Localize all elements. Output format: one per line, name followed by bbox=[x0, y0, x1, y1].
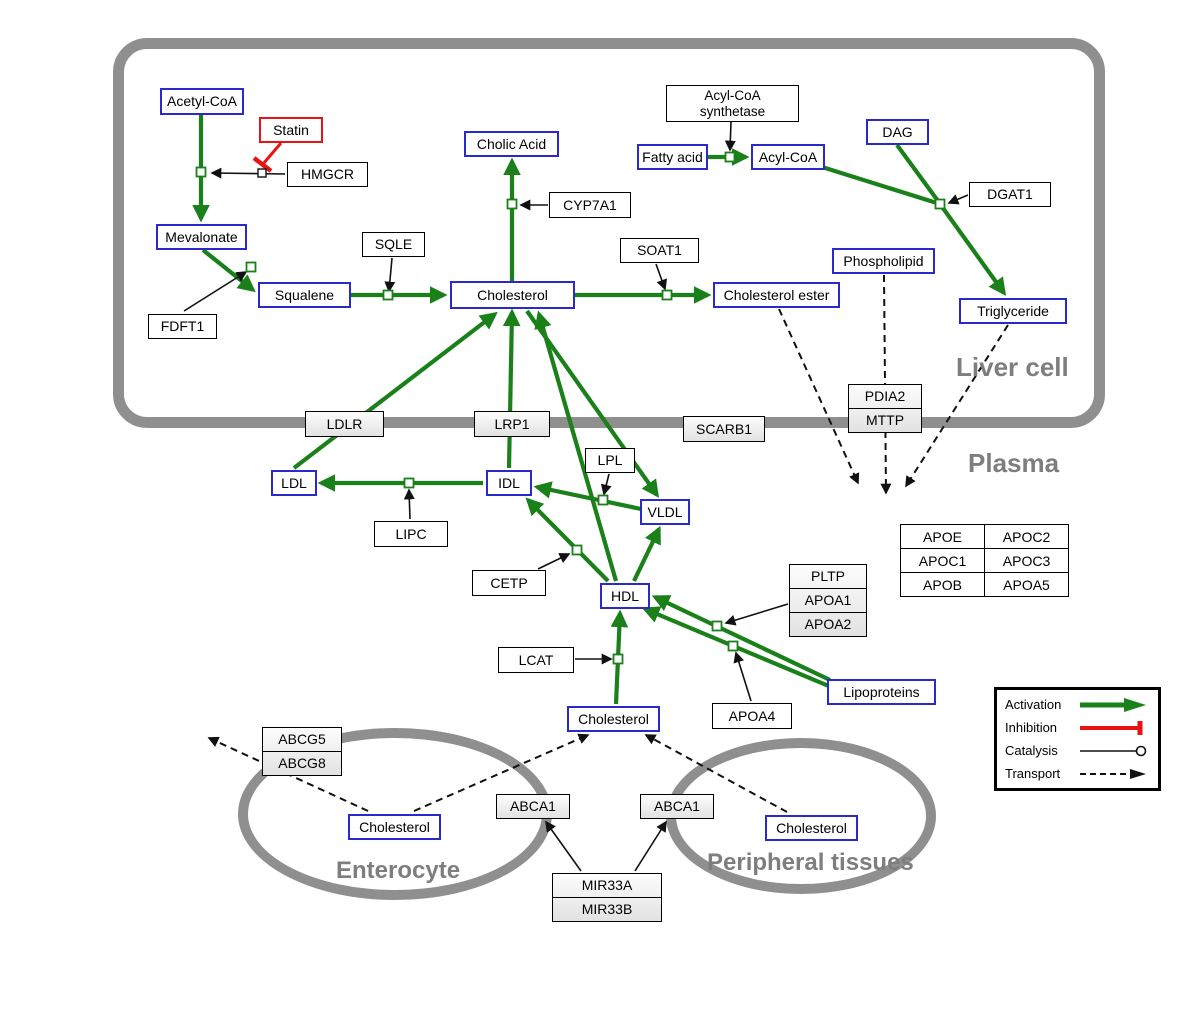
legend-row-inhibition: Inhibition bbox=[1005, 720, 1150, 736]
node-scarb1[interactable]: SCARB1 bbox=[683, 416, 765, 442]
liver-cell-label: Liver cell bbox=[956, 352, 1069, 382]
node-idl[interactable]: IDL bbox=[486, 470, 532, 496]
node-cholesterol-plasma[interactable]: Cholesterol bbox=[567, 706, 660, 732]
node-mevalonate[interactable]: Mevalonate bbox=[156, 224, 247, 250]
node-ldl[interactable]: LDL bbox=[271, 470, 317, 496]
legend: Activation Inhibition Catalysis Transpor… bbox=[994, 687, 1161, 791]
inhibition-tbar-icon bbox=[1080, 720, 1143, 735]
node-apoa2[interactable]: APOA2 bbox=[790, 612, 866, 636]
node-statin[interactable]: Statin bbox=[259, 117, 323, 143]
node-apoa4[interactable]: APOA4 bbox=[712, 703, 792, 729]
node-dag[interactable]: DAG bbox=[866, 119, 929, 145]
node-apoc3[interactable]: APOC3 bbox=[985, 549, 1068, 572]
node-apoe[interactable]: APOE bbox=[901, 525, 984, 548]
node-apob[interactable]: APOB bbox=[901, 573, 984, 596]
node-acetyl-coa[interactable]: Acetyl-CoA bbox=[160, 88, 244, 115]
legend-activation-label: Activation bbox=[1005, 697, 1062, 712]
node-abcg5[interactable]: ABCG5 bbox=[278, 731, 326, 748]
node-apoc1[interactable]: APOC1 bbox=[901, 549, 984, 572]
node-fatty-acid[interactable]: Fatty acid bbox=[637, 144, 708, 170]
node-apoc2[interactable]: APOC2 bbox=[985, 525, 1068, 548]
node-triglyceride[interactable]: Triglyceride bbox=[959, 298, 1067, 324]
node-phospholipid[interactable]: Phospholipid bbox=[832, 248, 935, 274]
node-acyl-coa[interactable]: Acyl-CoA bbox=[751, 144, 825, 170]
legend-row-catalysis: Catalysis bbox=[1005, 743, 1150, 759]
acyl-coa-synthetase-line1: Acyl-CoA bbox=[704, 87, 761, 103]
node-sqle[interactable]: SQLE bbox=[362, 232, 425, 257]
node-cholesterol-peripheral[interactable]: Cholesterol bbox=[765, 815, 858, 841]
node-soat1[interactable]: SOAT1 bbox=[620, 238, 699, 263]
node-pdia2[interactable]: PDIA2 bbox=[864, 388, 906, 405]
node-cetp[interactable]: CETP bbox=[472, 570, 546, 596]
activation-arrow-icon bbox=[1080, 697, 1146, 712]
peripheral-tissues-label: Peripheral tissues bbox=[707, 849, 914, 876]
enterocyte-label: Enterocyte bbox=[336, 857, 461, 884]
legend-row-transport: Transport bbox=[1005, 766, 1150, 782]
node-cholesterol-enterocyte[interactable]: Cholesterol bbox=[348, 814, 441, 840]
node-apoa1[interactable]: APOA1 bbox=[790, 588, 866, 612]
node-dgat1[interactable]: DGAT1 bbox=[969, 182, 1051, 207]
node-lpl[interactable]: LPL bbox=[585, 448, 635, 473]
catalysis-circle-icon bbox=[1080, 745, 1147, 756]
apolipoprotein-table: APOE APOC2 APOC1 APOC3 APOB APOA5 bbox=[900, 524, 1069, 597]
node-lipc[interactable]: LIPC bbox=[374, 521, 448, 547]
legend-inhibition-label: Inhibition bbox=[1005, 720, 1058, 735]
node-cholesterol-ester[interactable]: Cholesterol ester bbox=[713, 282, 840, 308]
node-apoa5[interactable]: APOA5 bbox=[985, 573, 1068, 596]
node-mttp[interactable]: MTTP bbox=[849, 408, 921, 432]
node-lcat[interactable]: LCAT bbox=[498, 647, 574, 673]
node-mir33a-mir33b[interactable]: MIR33A MIR33B bbox=[552, 873, 662, 922]
node-lipoproteins[interactable]: Lipoproteins bbox=[827, 679, 936, 705]
transport-dashed-arrow-icon bbox=[1080, 768, 1146, 779]
node-fdft1[interactable]: FDFT1 bbox=[148, 314, 217, 339]
node-mir33a[interactable]: MIR33A bbox=[581, 877, 633, 894]
node-ldlr[interactable]: LDLR bbox=[305, 411, 384, 437]
node-cyp7a1[interactable]: CYP7A1 bbox=[549, 192, 631, 218]
node-cholic-acid[interactable]: Cholic Acid bbox=[464, 131, 559, 157]
node-mir33b[interactable]: MIR33B bbox=[553, 897, 661, 921]
node-cholesterol-liver[interactable]: Cholesterol bbox=[450, 281, 575, 309]
legend-row-activation: Activation bbox=[1005, 697, 1150, 713]
node-pltp[interactable]: PLTP bbox=[811, 568, 845, 585]
node-pdia2-mttp[interactable]: PDIA2 MTTP bbox=[848, 384, 922, 433]
plasma-label: Plasma bbox=[968, 448, 1060, 478]
acyl-coa-synthetase-line2: synthetase bbox=[699, 103, 766, 119]
node-hmgcr[interactable]: HMGCR bbox=[287, 162, 368, 187]
node-squalene[interactable]: Squalene bbox=[258, 282, 351, 308]
legend-catalysis-label: Catalysis bbox=[1005, 743, 1058, 758]
node-pltp-apoa1-apoa2[interactable]: PLTP APOA1 APOA2 bbox=[789, 564, 867, 637]
node-abcg5-abcg8[interactable]: ABCG5 ABCG8 bbox=[262, 727, 342, 776]
node-acyl-coa-synthetase[interactable]: Acyl-CoA synthetase bbox=[666, 85, 799, 122]
node-lrp1[interactable]: LRP1 bbox=[474, 411, 550, 437]
node-abca1-right[interactable]: ABCA1 bbox=[640, 794, 714, 819]
node-abcg8[interactable]: ABCG8 bbox=[263, 751, 341, 775]
legend-transport-label: Transport bbox=[1005, 766, 1061, 781]
node-abca1-left[interactable]: ABCA1 bbox=[496, 794, 570, 819]
node-vldl[interactable]: VLDL bbox=[640, 499, 690, 525]
node-hdl[interactable]: HDL bbox=[600, 583, 650, 609]
